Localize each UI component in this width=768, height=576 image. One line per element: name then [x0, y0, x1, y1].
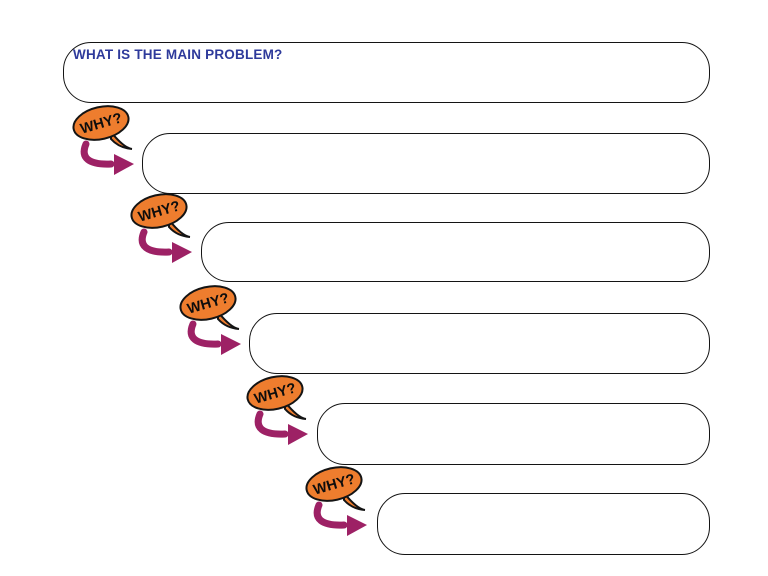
speech-bubble-icon: [179, 285, 237, 321]
curved-arrow-icon: [138, 228, 173, 256]
arrow-head-icon: [288, 424, 308, 445]
main-problem-box: WHAT IS THE MAIN PROBLEM?: [63, 42, 710, 103]
curved-arrow-icon: [80, 140, 115, 168]
why-answer-box-5: [377, 493, 710, 555]
arrow-head-icon: [221, 334, 241, 355]
speech-bubble-icon: [72, 105, 130, 141]
why-answer-box-4: [317, 403, 710, 465]
speech-bubble-icon: [246, 375, 304, 411]
why-step-4: WHY?: [246, 375, 308, 445]
arrow-head-icon: [114, 154, 134, 175]
speech-bubble-tail-icon: [284, 399, 307, 420]
speech-bubble-tail-icon: [110, 129, 133, 150]
speech-bubble-icon: [305, 466, 363, 502]
why-step-5: WHY?: [305, 466, 367, 536]
why-answer-box-2: [201, 222, 710, 282]
why-answer-box-3: [249, 313, 710, 374]
main-problem-title: WHAT IS THE MAIN PROBLEM?: [73, 47, 283, 62]
speech-bubble-icon: [130, 193, 188, 229]
curved-arrow-icon: [313, 501, 348, 529]
why-answer-box-1: [142, 133, 710, 194]
speech-bubble-tail-icon: [168, 217, 191, 238]
speech-bubble-tail-icon: [343, 490, 366, 511]
why-step-2: WHY?: [130, 193, 192, 263]
arrow-head-icon: [347, 515, 367, 536]
why-step-3: WHY?: [179, 285, 241, 355]
why-step-1: WHY?: [72, 105, 134, 175]
curved-arrow-icon: [254, 410, 289, 438]
arrow-head-icon: [172, 242, 192, 263]
speech-bubble-tail-icon: [217, 309, 240, 330]
curved-arrow-icon: [187, 320, 222, 348]
